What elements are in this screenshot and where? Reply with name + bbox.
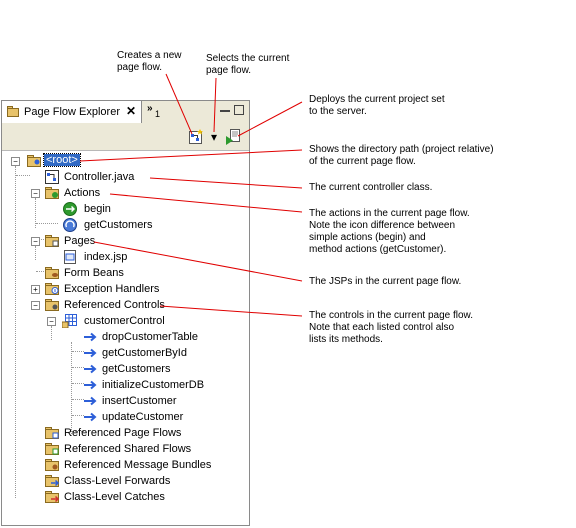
exception-handlers-label: Exception Handlers — [64, 283, 160, 295]
tab-page-flow-explorer[interactable]: Page Flow Explorer ✕ — [2, 101, 142, 123]
referenced-message-bundles-label: Referenced Message Bundles — [64, 459, 212, 471]
tree-node-referenced-message-bundles[interactable]: Referenced Message Bundles — [2, 457, 249, 473]
callout-actions: The actions in the current page flow. No… — [309, 208, 470, 255]
method-arrow-icon — [84, 348, 97, 358]
exception-handlers-icon — [45, 283, 59, 295]
class-level-catches-icon — [45, 491, 60, 503]
callout-deploy: Deploys the current project set to the s… — [309, 94, 445, 117]
tree-node-method[interactable]: getCustomers — [2, 361, 249, 377]
tree-node-class-level-catches[interactable]: Class-Level Catches — [2, 489, 249, 505]
tree-node-referenced-shared-flows[interactable]: Referenced Shared Flows — [2, 441, 249, 457]
tree-node-controller[interactable]: Controller.java — [2, 169, 249, 185]
referenced-shared-flows-label: Referenced Shared Flows — [64, 443, 192, 455]
root-label: <root> — [43, 153, 81, 167]
method-arrow-icon — [84, 332, 97, 342]
tree-node-action-getcustomers[interactable]: getCustomers — [2, 217, 249, 233]
tree-node-exception-handlers[interactable]: + Exception Handlers — [2, 281, 249, 297]
referenced-controls-folder-icon — [45, 299, 59, 311]
collapse-icon[interactable]: − — [31, 237, 40, 246]
page-index-label: index.jsp — [84, 251, 128, 263]
overflow-count: 1 — [155, 109, 161, 119]
jsp-file-icon — [64, 250, 76, 264]
class-level-forwards-icon — [45, 475, 60, 487]
collapse-icon[interactable]: − — [31, 189, 40, 198]
page-flow-explorer-panel: Page Flow Explorer ✕ » 1 ▾ — [1, 100, 250, 526]
tree-node-method[interactable]: updateCustomer — [2, 409, 249, 425]
method-arrow-icon — [84, 364, 97, 374]
method-arrow-icon — [84, 396, 97, 406]
actions-label: Actions — [64, 187, 101, 199]
referenced-shared-flows-folder-icon — [45, 443, 59, 455]
tree-node-method[interactable]: getCustomerById — [2, 345, 249, 361]
collapse-icon[interactable]: − — [31, 301, 40, 310]
callout-jsps: The JSPs in the current page flow. — [309, 276, 462, 287]
callout-directory-path: Shows the directory path (project relati… — [309, 144, 494, 167]
referenced-page-flows-label: Referenced Page Flows — [64, 427, 182, 439]
action-getcustomers-label: getCustomers — [84, 219, 153, 231]
tree-node-form-beans[interactable]: Form Beans — [2, 265, 249, 281]
method-label: getCustomers — [102, 363, 171, 375]
tree-node-actions[interactable]: − Actions — [2, 185, 249, 201]
actions-folder-icon — [45, 187, 59, 199]
tab-label: Page Flow Explorer — [24, 106, 120, 118]
tree-node-pages[interactable]: − Pages — [2, 233, 249, 249]
referenced-page-flows-folder-icon — [45, 427, 59, 439]
method-label: dropCustomerTable — [102, 331, 198, 343]
tab-close-icon[interactable]: ✕ — [126, 104, 137, 118]
select-page-flow-dropdown[interactable]: ▾ — [211, 130, 218, 144]
class-level-catches-label: Class-Level Catches — [64, 491, 165, 503]
tree-node-customer-control[interactable]: − customerControl — [2, 313, 249, 329]
collapse-icon[interactable]: − — [11, 157, 20, 166]
pages-folder-icon — [45, 235, 59, 247]
root-folder-icon — [27, 155, 41, 167]
control-icon — [62, 314, 77, 328]
method-arrow-icon — [84, 380, 97, 390]
form-beans-folder-icon — [45, 267, 59, 279]
pages-label: Pages — [64, 235, 96, 247]
tree-node-method[interactable]: dropCustomerTable — [2, 329, 249, 345]
action-begin-label: begin — [84, 203, 111, 215]
page-flow-tree: − <root> Controller.java − — [2, 151, 249, 525]
tab-bar: Page Flow Explorer ✕ » 1 — [2, 101, 249, 123]
callout-select-page-flow: Selects the current page flow. — [206, 53, 290, 76]
method-action-icon — [63, 218, 77, 232]
controller-class-icon — [45, 170, 59, 184]
referenced-controls-label: Referenced Controls — [64, 299, 165, 311]
method-label: updateCustomer — [102, 411, 184, 423]
method-arrow-icon — [84, 412, 97, 422]
overflow-chevron-icon[interactable]: » — [147, 103, 153, 114]
callout-controls: The controls in the current page flow. N… — [309, 310, 473, 345]
collapse-icon[interactable]: − — [47, 317, 56, 326]
simple-action-icon — [63, 202, 77, 216]
method-label: initializeCustomerDB — [102, 379, 205, 391]
tree-node-method[interactable]: insertCustomer — [2, 393, 249, 409]
tree-node-referenced-controls[interactable]: − Referenced Controls — [2, 297, 249, 313]
callout-controller-class: The current controller class. — [309, 182, 433, 193]
method-label: insertCustomer — [102, 395, 177, 407]
new-page-flow-button[interactable] — [188, 129, 204, 145]
class-level-forwards-label: Class-Level Forwards — [64, 475, 171, 487]
minimize-icon[interactable] — [220, 105, 230, 112]
expand-icon[interactable]: + — [31, 285, 40, 294]
maximize-icon[interactable] — [234, 105, 244, 115]
tree-node-referenced-page-flows[interactable]: Referenced Page Flows — [2, 425, 249, 441]
tree-node-root[interactable]: − <root> — [2, 153, 249, 169]
deploy-button[interactable] — [225, 129, 241, 145]
customer-control-label: customerControl — [84, 315, 165, 327]
callout-new-page-flow: Creates a new page flow. — [117, 50, 182, 73]
tree-node-page-index[interactable]: index.jsp — [2, 249, 249, 265]
toolbar: ▾ — [2, 123, 249, 151]
page-flow-explorer-icon — [7, 106, 19, 117]
controller-label: Controller.java — [64, 171, 135, 183]
tree-node-class-level-forwards[interactable]: Class-Level Forwards — [2, 473, 249, 489]
form-beans-label: Form Beans — [64, 267, 124, 279]
method-label: getCustomerById — [102, 347, 187, 359]
tree-node-action-begin[interactable]: begin — [2, 201, 249, 217]
referenced-message-bundles-folder-icon — [45, 459, 59, 471]
tree-node-method[interactable]: initializeCustomerDB — [2, 377, 249, 393]
